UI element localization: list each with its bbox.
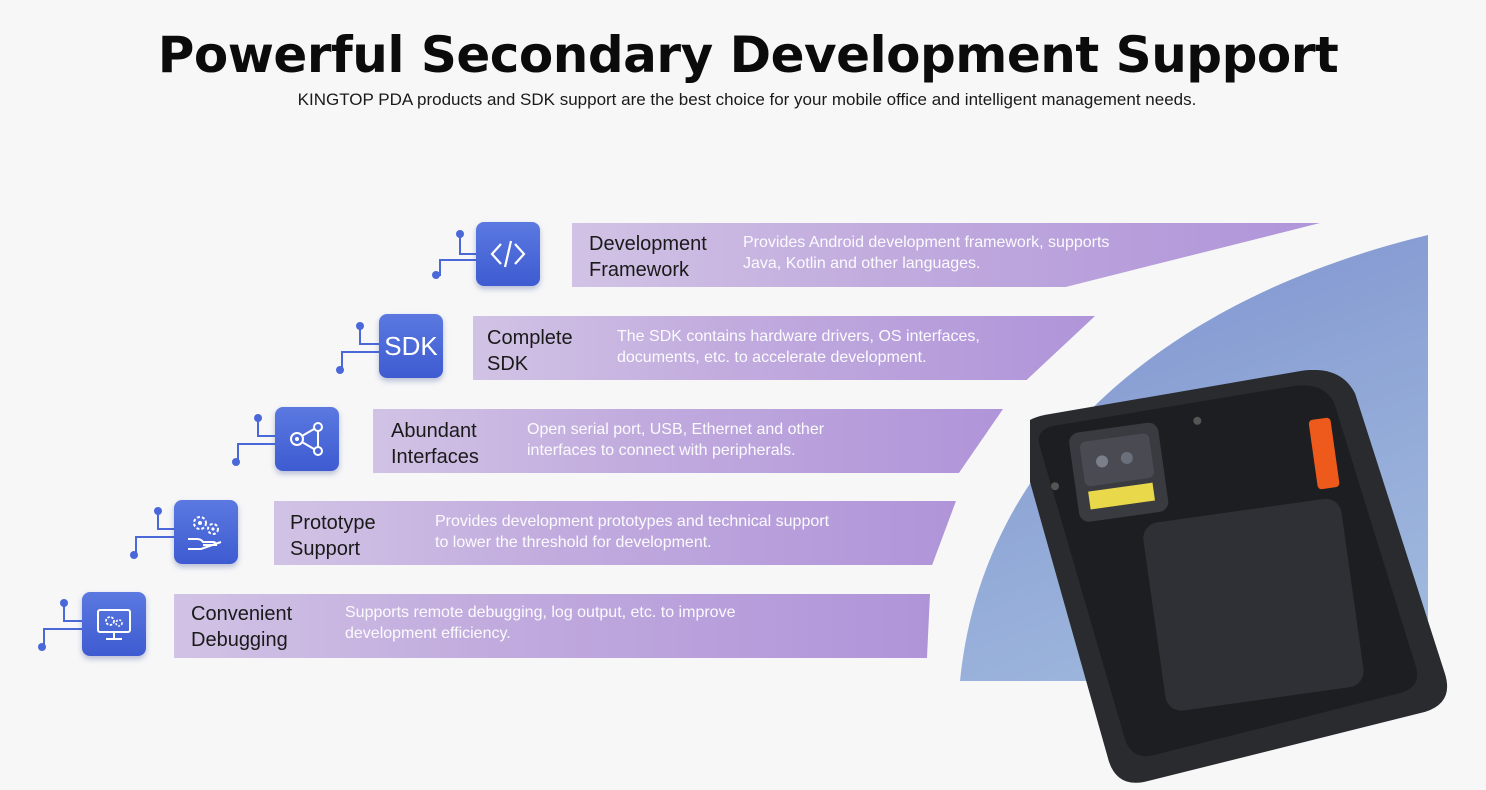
feature-description: Open serial port, USB, Ethernet and othe… xyxy=(527,421,825,459)
feature-description: Provides development prototypes and tech… xyxy=(435,513,830,551)
feature-banner xyxy=(373,409,1003,473)
feature-description: The SDK contains hardware drivers, OS in… xyxy=(617,328,980,366)
page-title: Powerful Secondary Development Support xyxy=(157,26,1339,84)
feature-banner xyxy=(174,594,930,658)
share-nodes-icon xyxy=(275,407,339,471)
pda-device-image xyxy=(1030,370,1448,783)
connector-line xyxy=(38,599,84,651)
connector-line xyxy=(130,507,176,559)
feature-description: Provides Android development framework, … xyxy=(743,234,1110,272)
product-visual xyxy=(960,235,1448,783)
connector-line xyxy=(232,414,276,466)
feature-description: Supports remote debugging, log output, e… xyxy=(345,604,736,642)
feature-banner xyxy=(274,501,956,565)
connector-line xyxy=(432,230,476,279)
sdk-icon: SDK xyxy=(379,314,443,378)
gears-hand-icon xyxy=(174,500,238,564)
monitor-gear-icon xyxy=(82,592,146,656)
feature-banner xyxy=(473,316,1095,380)
code-icon xyxy=(476,222,540,286)
page-subtitle: KINGTOP PDA products and SDK support are… xyxy=(297,90,1197,109)
connector-line xyxy=(336,322,380,374)
